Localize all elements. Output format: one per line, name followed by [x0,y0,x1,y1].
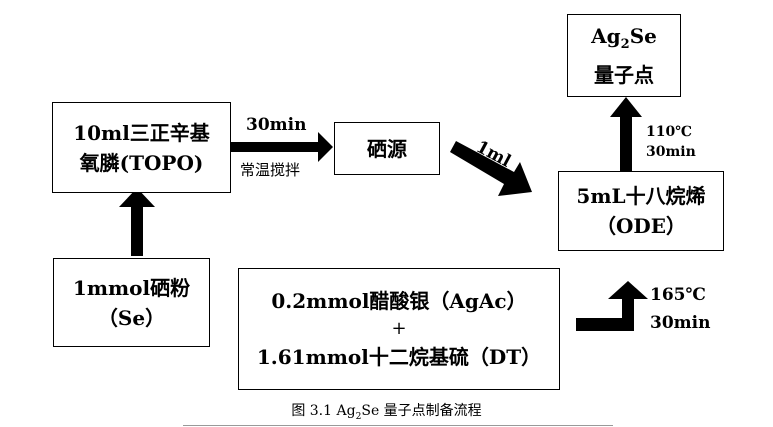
stir-label: 常温搅拌 [240,161,301,179]
ode-line2: （ODE） [595,214,686,238]
arrow-source-to-ode [450,141,532,196]
caption-rule [183,425,613,426]
quantum-dot-line1: Ag2Se [591,24,657,52]
agac-box: 0.2mmol醋酸银（AgAc） + 1.61mmol十二烷基硫（DT） [238,268,560,390]
se-powder-line1: 1mmol硒粉 [72,275,191,300]
time-label-1: 30min [246,115,307,135]
quantum-dot-line2: 量子点 [594,63,654,87]
quantum-dot-box: Ag2Se 量子点 [567,14,681,97]
se-powder-line2: （Se） [97,305,166,330]
agac-line3: 1.61mmol十二烷基硫（DT） [256,345,542,369]
temp-label-2: 165℃ [650,285,706,305]
se-powder-box: 1mmol硒粉 （Se） [53,258,210,347]
arrow-topo-to-source [231,132,333,162]
time-label-2: 30min [646,144,696,160]
arrow-agac-to-ode [576,281,648,331]
se-source-box: 硒源 [334,122,440,175]
figure-caption: 图 3.1 Ag2Se 量子点制备流程 [291,403,482,422]
arrow-ode-to-qd [610,97,642,171]
ode-box: 5mL十八烷烯 （ODE） [558,171,724,251]
agac-plus: + [391,318,407,339]
temp-label-1: 110℃ [646,124,692,140]
se-source-label: 硒源 [367,136,407,161]
topo-line1: 10ml三正辛基 [73,120,210,145]
agac-line1: 0.2mmol醋酸银（AgAc） [271,289,527,313]
time-label-3: 30min [650,313,711,333]
ode-line1: 5mL十八烷烯 [576,184,706,208]
arrow-se-to-topo [119,188,155,256]
topo-box: 10ml三正辛基 氧膦(TOPO) [52,102,231,193]
topo-line2: 氧膦(TOPO) [79,150,204,175]
